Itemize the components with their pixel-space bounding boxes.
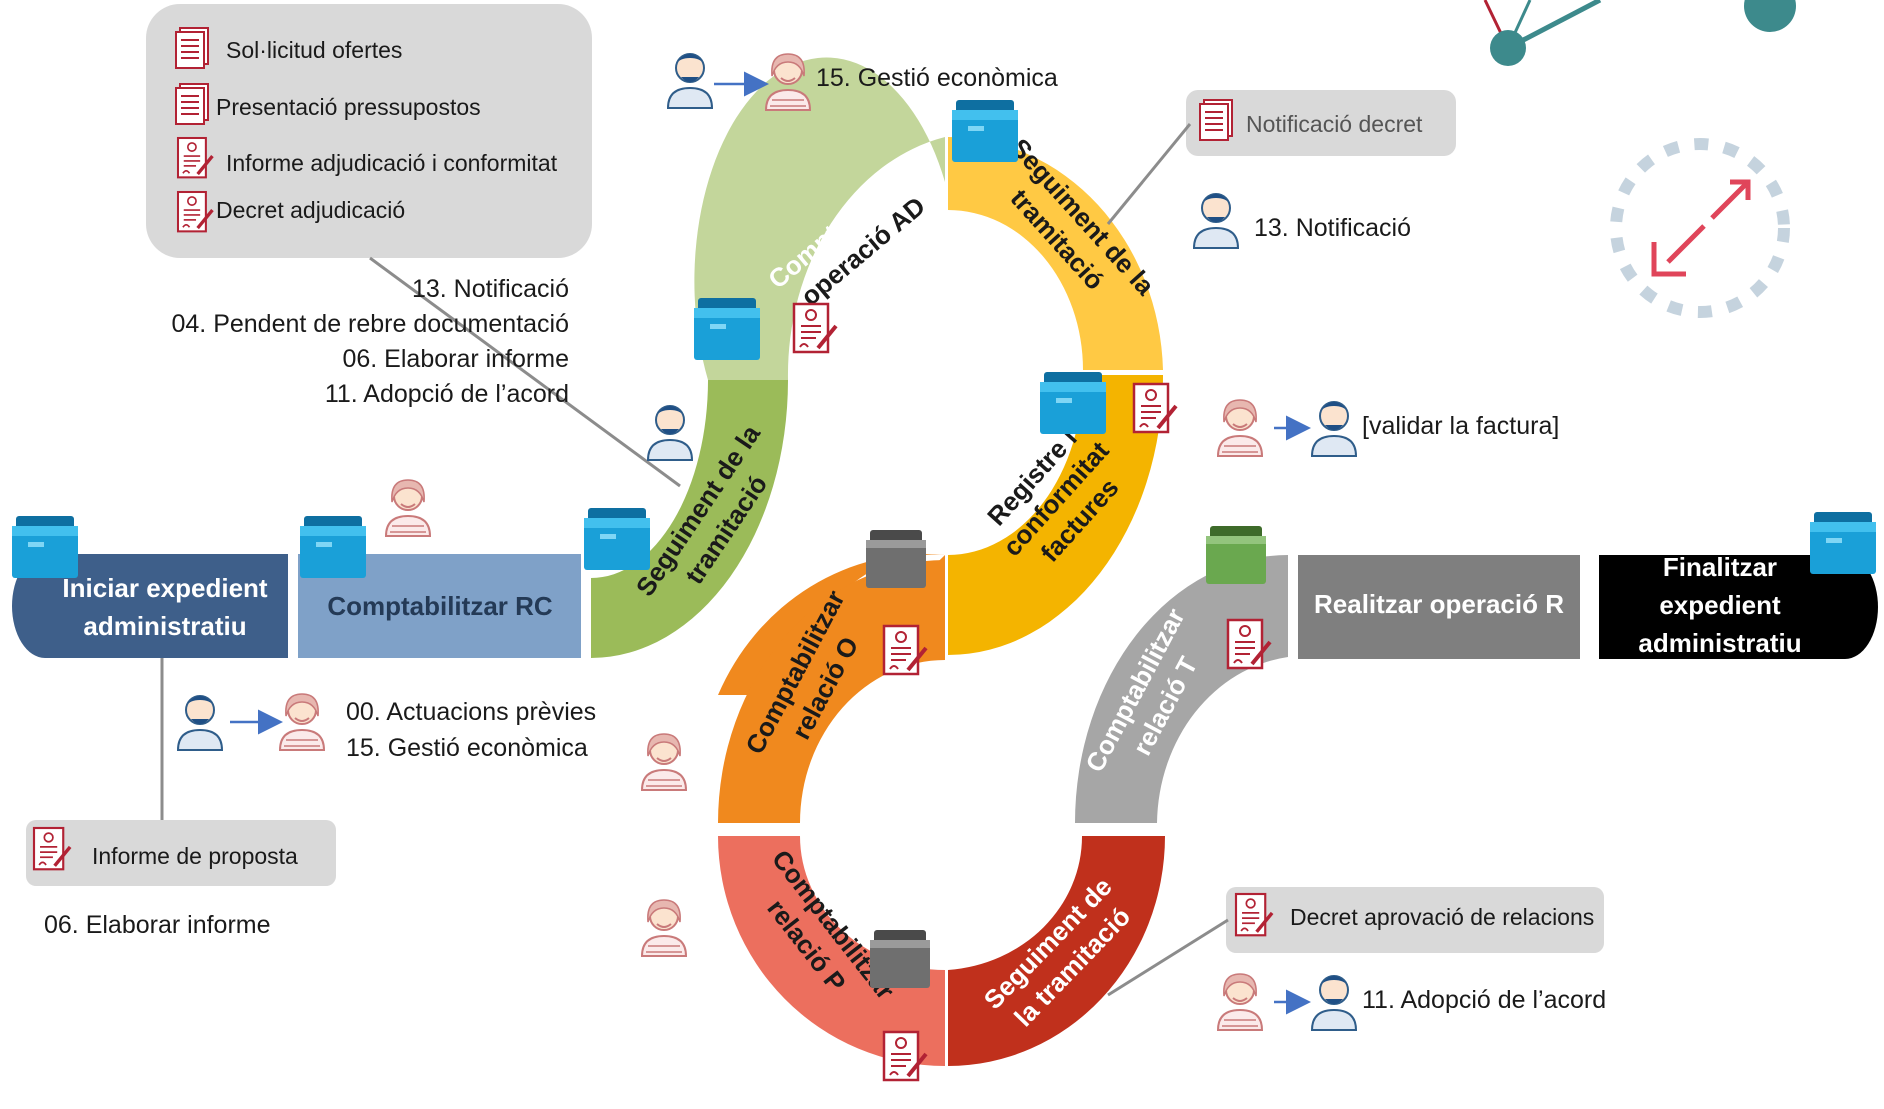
label-gestio-top: 15. Gestió econòmica xyxy=(816,64,1058,92)
woman-icon-relacio-p xyxy=(641,899,687,957)
label-informe-proposta: Informe de proposta xyxy=(92,843,298,869)
folder-icon-registre xyxy=(1040,372,1106,434)
network-decoration xyxy=(1483,0,1796,66)
connector-notificacio xyxy=(1106,123,1192,225)
start-box xyxy=(12,554,288,658)
expand-icon xyxy=(1610,138,1790,318)
operacio-r-box xyxy=(1298,555,1580,659)
folder-icon-rc xyxy=(300,516,366,578)
folder-icon-seguiment xyxy=(584,508,650,570)
doc-top-1: Sol·licitud ofertes xyxy=(226,37,402,63)
segment-seguiment-red xyxy=(948,836,1165,1066)
segment-yellow xyxy=(948,136,1163,370)
state-top-3: 06. Elaborar informe xyxy=(342,345,569,373)
notificacio-decret-box xyxy=(1186,90,1456,156)
label-elaborar: 06. Elaborar informe xyxy=(44,911,271,939)
label-adopcio: 11. Adopció de l’acord xyxy=(1362,986,1606,1014)
folder-icon-relacio-p xyxy=(870,930,930,988)
woman-icon-actuacions xyxy=(279,693,325,751)
woman-icon-adopcio xyxy=(1217,973,1263,1031)
label-actuacions: 00. Actuacions prèvies xyxy=(346,698,596,726)
label-validar: [validar la factura] xyxy=(1362,412,1559,440)
informe-proposta-box xyxy=(26,820,336,886)
finish-box xyxy=(1599,555,1878,659)
label-notificacio-decret: Notificació decret xyxy=(1246,111,1423,137)
man-icon-adopcio xyxy=(1311,975,1357,1031)
callout-connector-top xyxy=(369,256,681,488)
man-icon-gestio-top xyxy=(667,53,713,109)
segment-green xyxy=(591,380,788,658)
folder-icon-relacio-t xyxy=(1206,526,1266,584)
doc-top-3: Informe adjudicació i conformitat xyxy=(226,150,558,176)
segment-operacio-ad xyxy=(694,57,945,381)
folder-icon-yellow xyxy=(952,100,1018,162)
label-decret-relacions: Decret aprovació de relacions xyxy=(1290,904,1594,930)
man-icon-notificacio xyxy=(1193,193,1239,249)
finish-label-1: Finalitzar xyxy=(1663,552,1777,582)
doc-top-4: Decret adjudicació xyxy=(216,197,405,223)
start-box-label-2: administratiu xyxy=(83,611,246,641)
operacio-r-label: Realitzar operació R xyxy=(1314,589,1564,619)
folder-icon-start xyxy=(12,516,78,578)
woman-icon-validar xyxy=(1217,399,1263,457)
finish-label-3: administratiu xyxy=(1638,628,1801,658)
document-icon-ad xyxy=(792,302,838,354)
list-document-icon-decret xyxy=(1199,99,1233,141)
rc-box-label: Comptabilitzar RC xyxy=(327,591,553,621)
finish-label-2: expedient xyxy=(1659,590,1781,620)
label-notificacio-13: 13. Notificació xyxy=(1254,214,1411,242)
document-icon-registre xyxy=(1132,382,1178,434)
folder-icon-relacio-o xyxy=(866,530,926,588)
list-document-icon-2 xyxy=(175,83,209,125)
man-icon-actuacions xyxy=(177,695,223,751)
connector-relacions xyxy=(1107,918,1229,997)
start-box-label-1: Iniciar expedient xyxy=(62,573,268,603)
list-document-icon-1 xyxy=(175,27,209,69)
decret-relacions-box xyxy=(1226,887,1604,953)
segment-registre xyxy=(948,375,1163,655)
docs-callout xyxy=(146,4,592,258)
folder-icon-finish xyxy=(1810,512,1876,574)
doc-top-2: Presentació pressupostos xyxy=(216,94,481,120)
state-top-4: 11. Adopció de l’acord xyxy=(325,380,569,408)
state-top-1: 13. Notificació xyxy=(412,275,569,303)
woman-icon-relacio-o xyxy=(641,733,687,791)
state-top-2: 04. Pendent de rebre documentació xyxy=(172,310,570,338)
man-icon-validar xyxy=(1311,401,1357,457)
folder-icon-ad xyxy=(694,298,760,360)
label-gestio-bottom: 15. Gestió econòmica xyxy=(346,734,588,762)
man-icon-seguiment xyxy=(647,405,693,461)
woman-icon-rc xyxy=(385,479,431,537)
segment-relacio-p xyxy=(718,836,945,1066)
